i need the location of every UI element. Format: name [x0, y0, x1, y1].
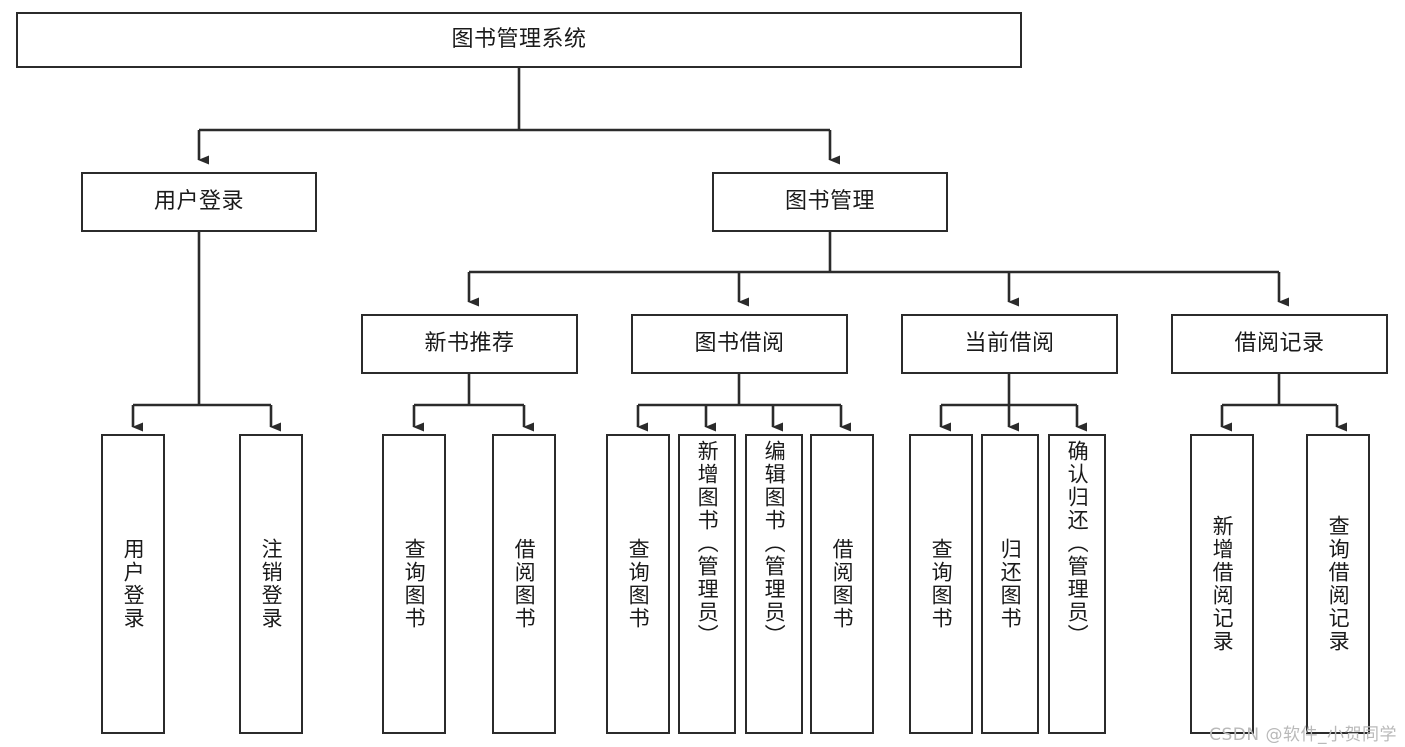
node-label: 查询图书: [626, 538, 651, 630]
leaf-logout[interactable]: 注销登录: [239, 434, 303, 734]
leaf-query-book-current[interactable]: 查询图书: [909, 434, 973, 734]
node-label: 图书管理: [784, 188, 875, 214]
node-label: 归还图书: [998, 538, 1023, 630]
leaf-user-login[interactable]: 用户登录: [101, 434, 165, 734]
csdn-watermark: CSDN @软件_小贺同学: [1209, 725, 1397, 745]
leaf-query-book-newbook[interactable]: 查询图书: [382, 434, 446, 734]
node-label: 新增借阅记录: [1210, 515, 1235, 653]
node-new-book-recommend[interactable]: 新书推荐: [361, 314, 578, 374]
node-label: 借阅图书: [830, 538, 855, 630]
node-label: 借阅记录: [1234, 330, 1325, 356]
node-label: 借阅图书: [512, 538, 537, 630]
leaf-edit-book-admin[interactable]: 编辑图书（管理员）: [745, 434, 803, 734]
leaf-confirm-return-admin[interactable]: 确认归还（管理员）: [1048, 434, 1106, 734]
node-label: 注销登录: [259, 538, 284, 630]
leaf-query-borrow-record[interactable]: 查询借阅记录: [1306, 434, 1370, 734]
node-current-borrow[interactable]: 当前借阅: [901, 314, 1118, 374]
leaf-return-book[interactable]: 归还图书: [981, 434, 1039, 734]
node-book-management[interactable]: 图书管理: [712, 172, 948, 232]
node-root-book-management-system[interactable]: 图书管理系统: [16, 12, 1022, 68]
leaf-borrow-book-newbook[interactable]: 借阅图书: [492, 434, 556, 734]
node-label: 编辑图书（管理员）: [762, 440, 787, 647]
node-book-borrow[interactable]: 图书借阅: [631, 314, 848, 374]
leaf-borrow-book[interactable]: 借阅图书: [810, 434, 874, 734]
node-label: 新增图书（管理员）: [695, 440, 720, 647]
node-label: 图书管理系统: [451, 26, 587, 52]
node-user-login[interactable]: 用户登录: [81, 172, 317, 232]
node-label: 图书借阅: [694, 330, 785, 356]
node-label: 查询图书: [929, 538, 954, 630]
node-label: 用户登录: [121, 538, 146, 630]
node-label: 新书推荐: [424, 330, 515, 356]
node-borrow-record[interactable]: 借阅记录: [1171, 314, 1388, 374]
leaf-query-book-borrow[interactable]: 查询图书: [606, 434, 670, 734]
node-label: 当前借阅: [964, 330, 1055, 356]
node-label: 查询图书: [402, 538, 427, 630]
node-label: 确认归还（管理员）: [1065, 440, 1090, 647]
leaf-add-book-admin[interactable]: 新增图书（管理员）: [678, 434, 736, 734]
node-label: 用户登录: [153, 188, 244, 214]
node-label: 查询借阅记录: [1326, 515, 1351, 653]
leaf-add-borrow-record[interactable]: 新增借阅记录: [1190, 434, 1254, 734]
